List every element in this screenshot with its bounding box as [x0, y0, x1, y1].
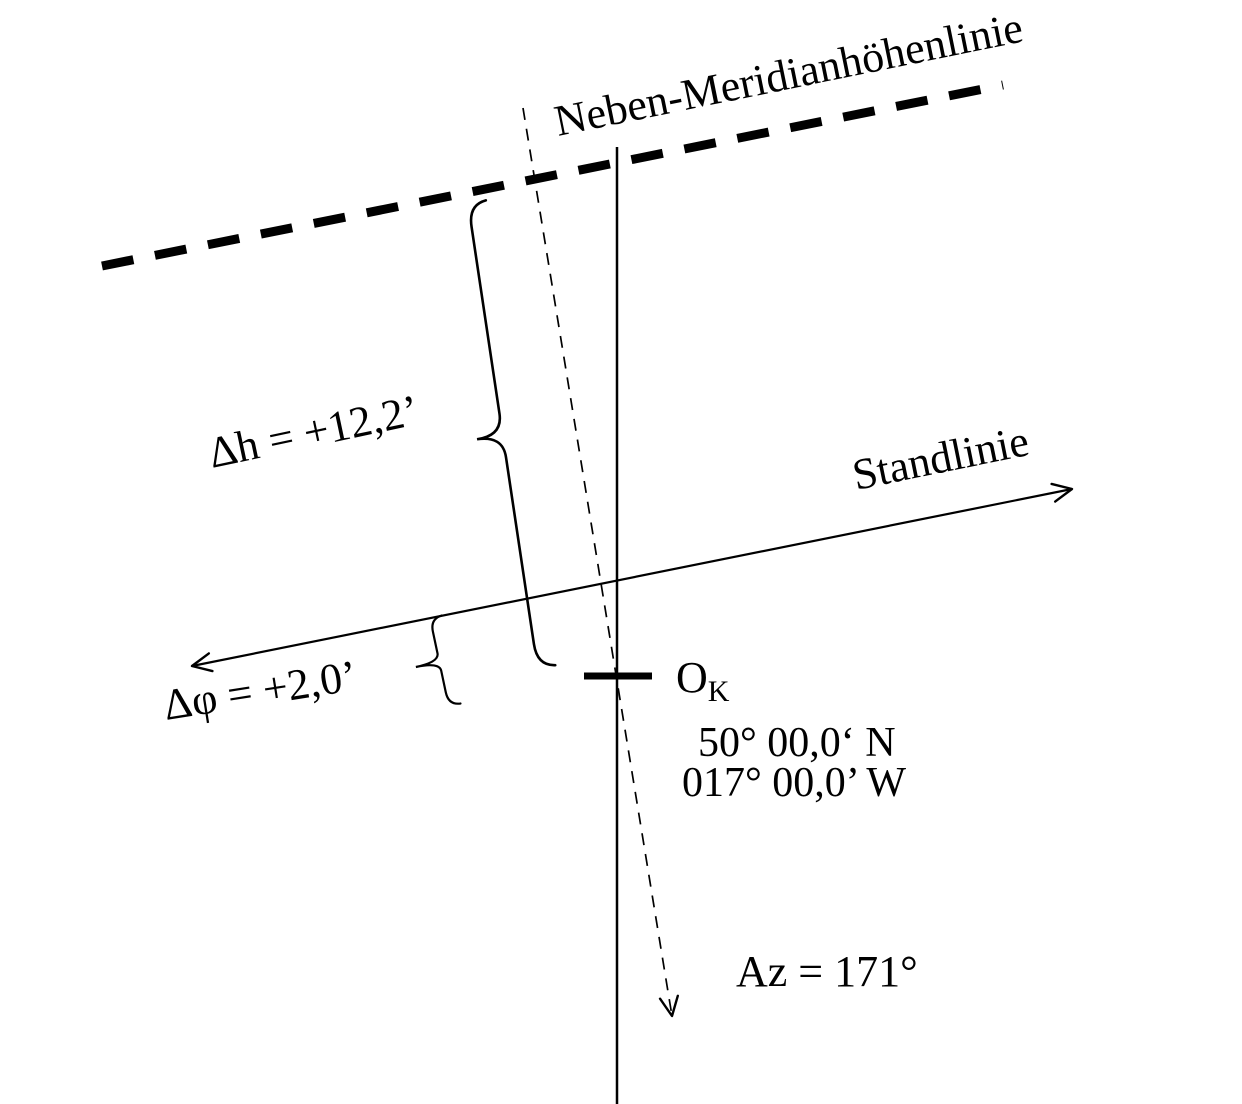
latitude-label: 50° 00,0‘ N: [698, 720, 896, 766]
standlinie-label: Standlinie: [848, 416, 1033, 500]
longitude-label: 017° 00,0’ W: [682, 760, 906, 806]
delta-phi-label: Δφ = +2,0’: [160, 651, 360, 730]
neben-meridian-line: [101, 80, 1004, 271]
position-label-k-subscript: K: [708, 675, 730, 708]
delta-h-brace: [469, 199, 557, 667]
neben-meridian-label: Neben-Meridianhöhenlinie: [550, 3, 1027, 146]
position-label-o: O: [676, 653, 708, 702]
delta-h-label: Δh = +12,2’: [204, 385, 423, 477]
azimuth-label: Az = 171°: [736, 947, 918, 996]
position-label: OK: [676, 653, 730, 708]
standlinie-line: [190, 482, 1074, 673]
azimuth-line: [522, 107, 680, 1018]
delta-phi-brace: [415, 614, 462, 705]
